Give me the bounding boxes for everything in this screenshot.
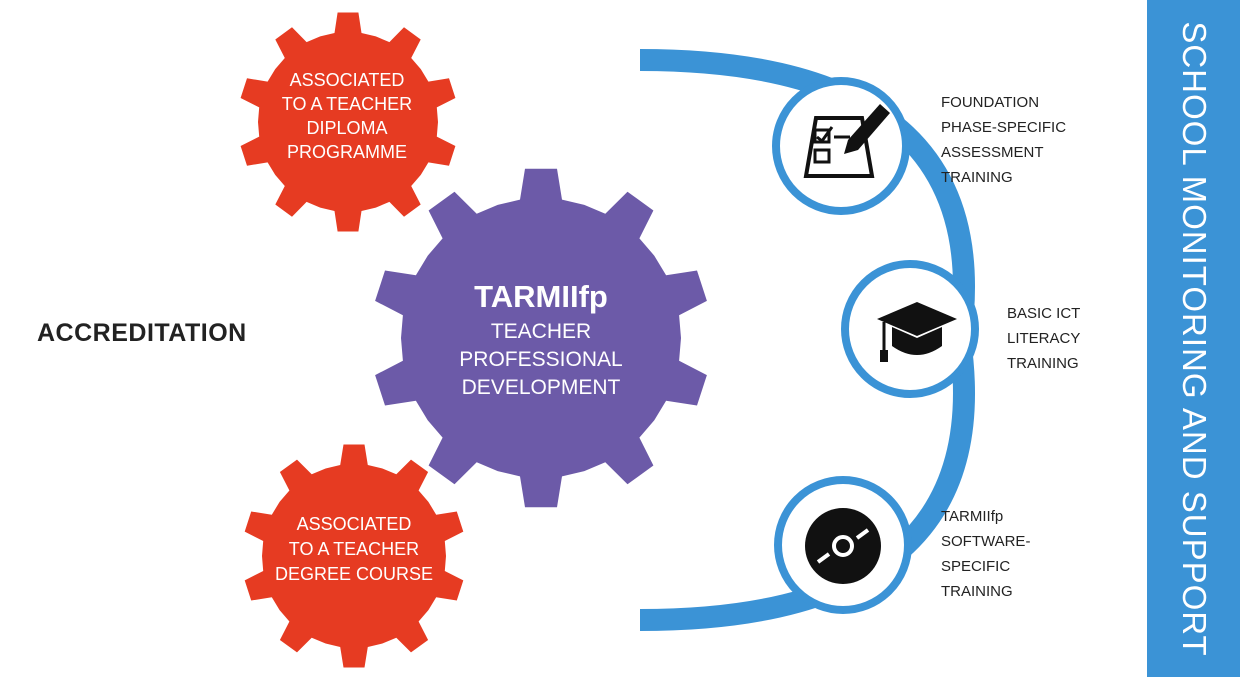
gear-top-left-line: TO A TEACHER	[282, 94, 412, 114]
gear-bottom-left-line: TO A TEACHER	[289, 539, 419, 559]
training-label-line: TARMIIfp	[941, 508, 1003, 525]
gear-center-line: DEVELOPMENT	[462, 376, 621, 399]
training-circle	[772, 77, 910, 215]
training-label-line: TRAINING	[941, 169, 1013, 186]
gear-center-line: TEACHER	[491, 320, 591, 343]
training-node-assessment	[772, 77, 910, 215]
training-label-ict: BASIC ICT LITERACY TRAINING	[1007, 305, 1080, 372]
gear-center-text: TARMIIfp TEACHER PROFESSIONAL DEVELOPMEN…	[459, 279, 622, 399]
graduation-cap-icon	[877, 302, 957, 362]
accreditation-label: ACCREDITATION	[37, 319, 247, 347]
gear-center	[375, 168, 707, 508]
training-label-line: LITERACY	[1007, 330, 1080, 347]
training-label-line: BASIC ICT	[1007, 305, 1080, 322]
training-node-software	[774, 476, 912, 614]
gear-top-left-line: ASSOCIATED	[290, 70, 405, 90]
gear-bottom-left-line: DEGREE COURSE	[275, 564, 433, 584]
training-label-line: ASSESSMENT	[941, 144, 1044, 161]
gear-bottom-left-line: ASSOCIATED	[297, 514, 412, 534]
training-label-line: FOUNDATION	[941, 94, 1039, 111]
training-node-ict	[841, 260, 979, 398]
training-label-line: SOFTWARE-	[941, 533, 1030, 550]
gear-bottom-left-text: ASSOCIATED TO A TEACHER DEGREE COURSE	[275, 514, 433, 584]
training-label-software: TARMIIfp SOFTWARE- SPECIFIC TRAINING	[941, 508, 1030, 600]
training-label-line: PHASE-SPECIFIC	[941, 119, 1066, 136]
training-label-line: SPECIFIC	[941, 558, 1010, 575]
gear-top-left-line: PROGRAMME	[287, 142, 407, 162]
gear-center-line: PROFESSIONAL	[459, 348, 622, 371]
gear-top-left	[240, 12, 456, 232]
training-label-assessment: FOUNDATION PHASE-SPECIFIC ASSESSMENT TRA…	[941, 94, 1066, 186]
assessment-checklist-icon	[803, 104, 890, 178]
gear-top-left-line: DIPLOMA	[306, 118, 387, 138]
gear-bottom-left	[244, 444, 464, 668]
training-label-line: TRAINING	[1007, 355, 1079, 372]
software-disc-icon	[805, 508, 881, 584]
side-bar: SCHOOL MONITORING AND SUPPORT	[1147, 0, 1240, 677]
gear-top-left-text: ASSOCIATED TO A TEACHER DIPLOMA PROGRAMM…	[282, 70, 412, 162]
training-label-line: TRAINING	[941, 583, 1013, 600]
side-bar-label: SCHOOL MONITORING AND SUPPORT	[1175, 20, 1213, 657]
gear-center-title: TARMIIfp	[474, 279, 608, 314]
